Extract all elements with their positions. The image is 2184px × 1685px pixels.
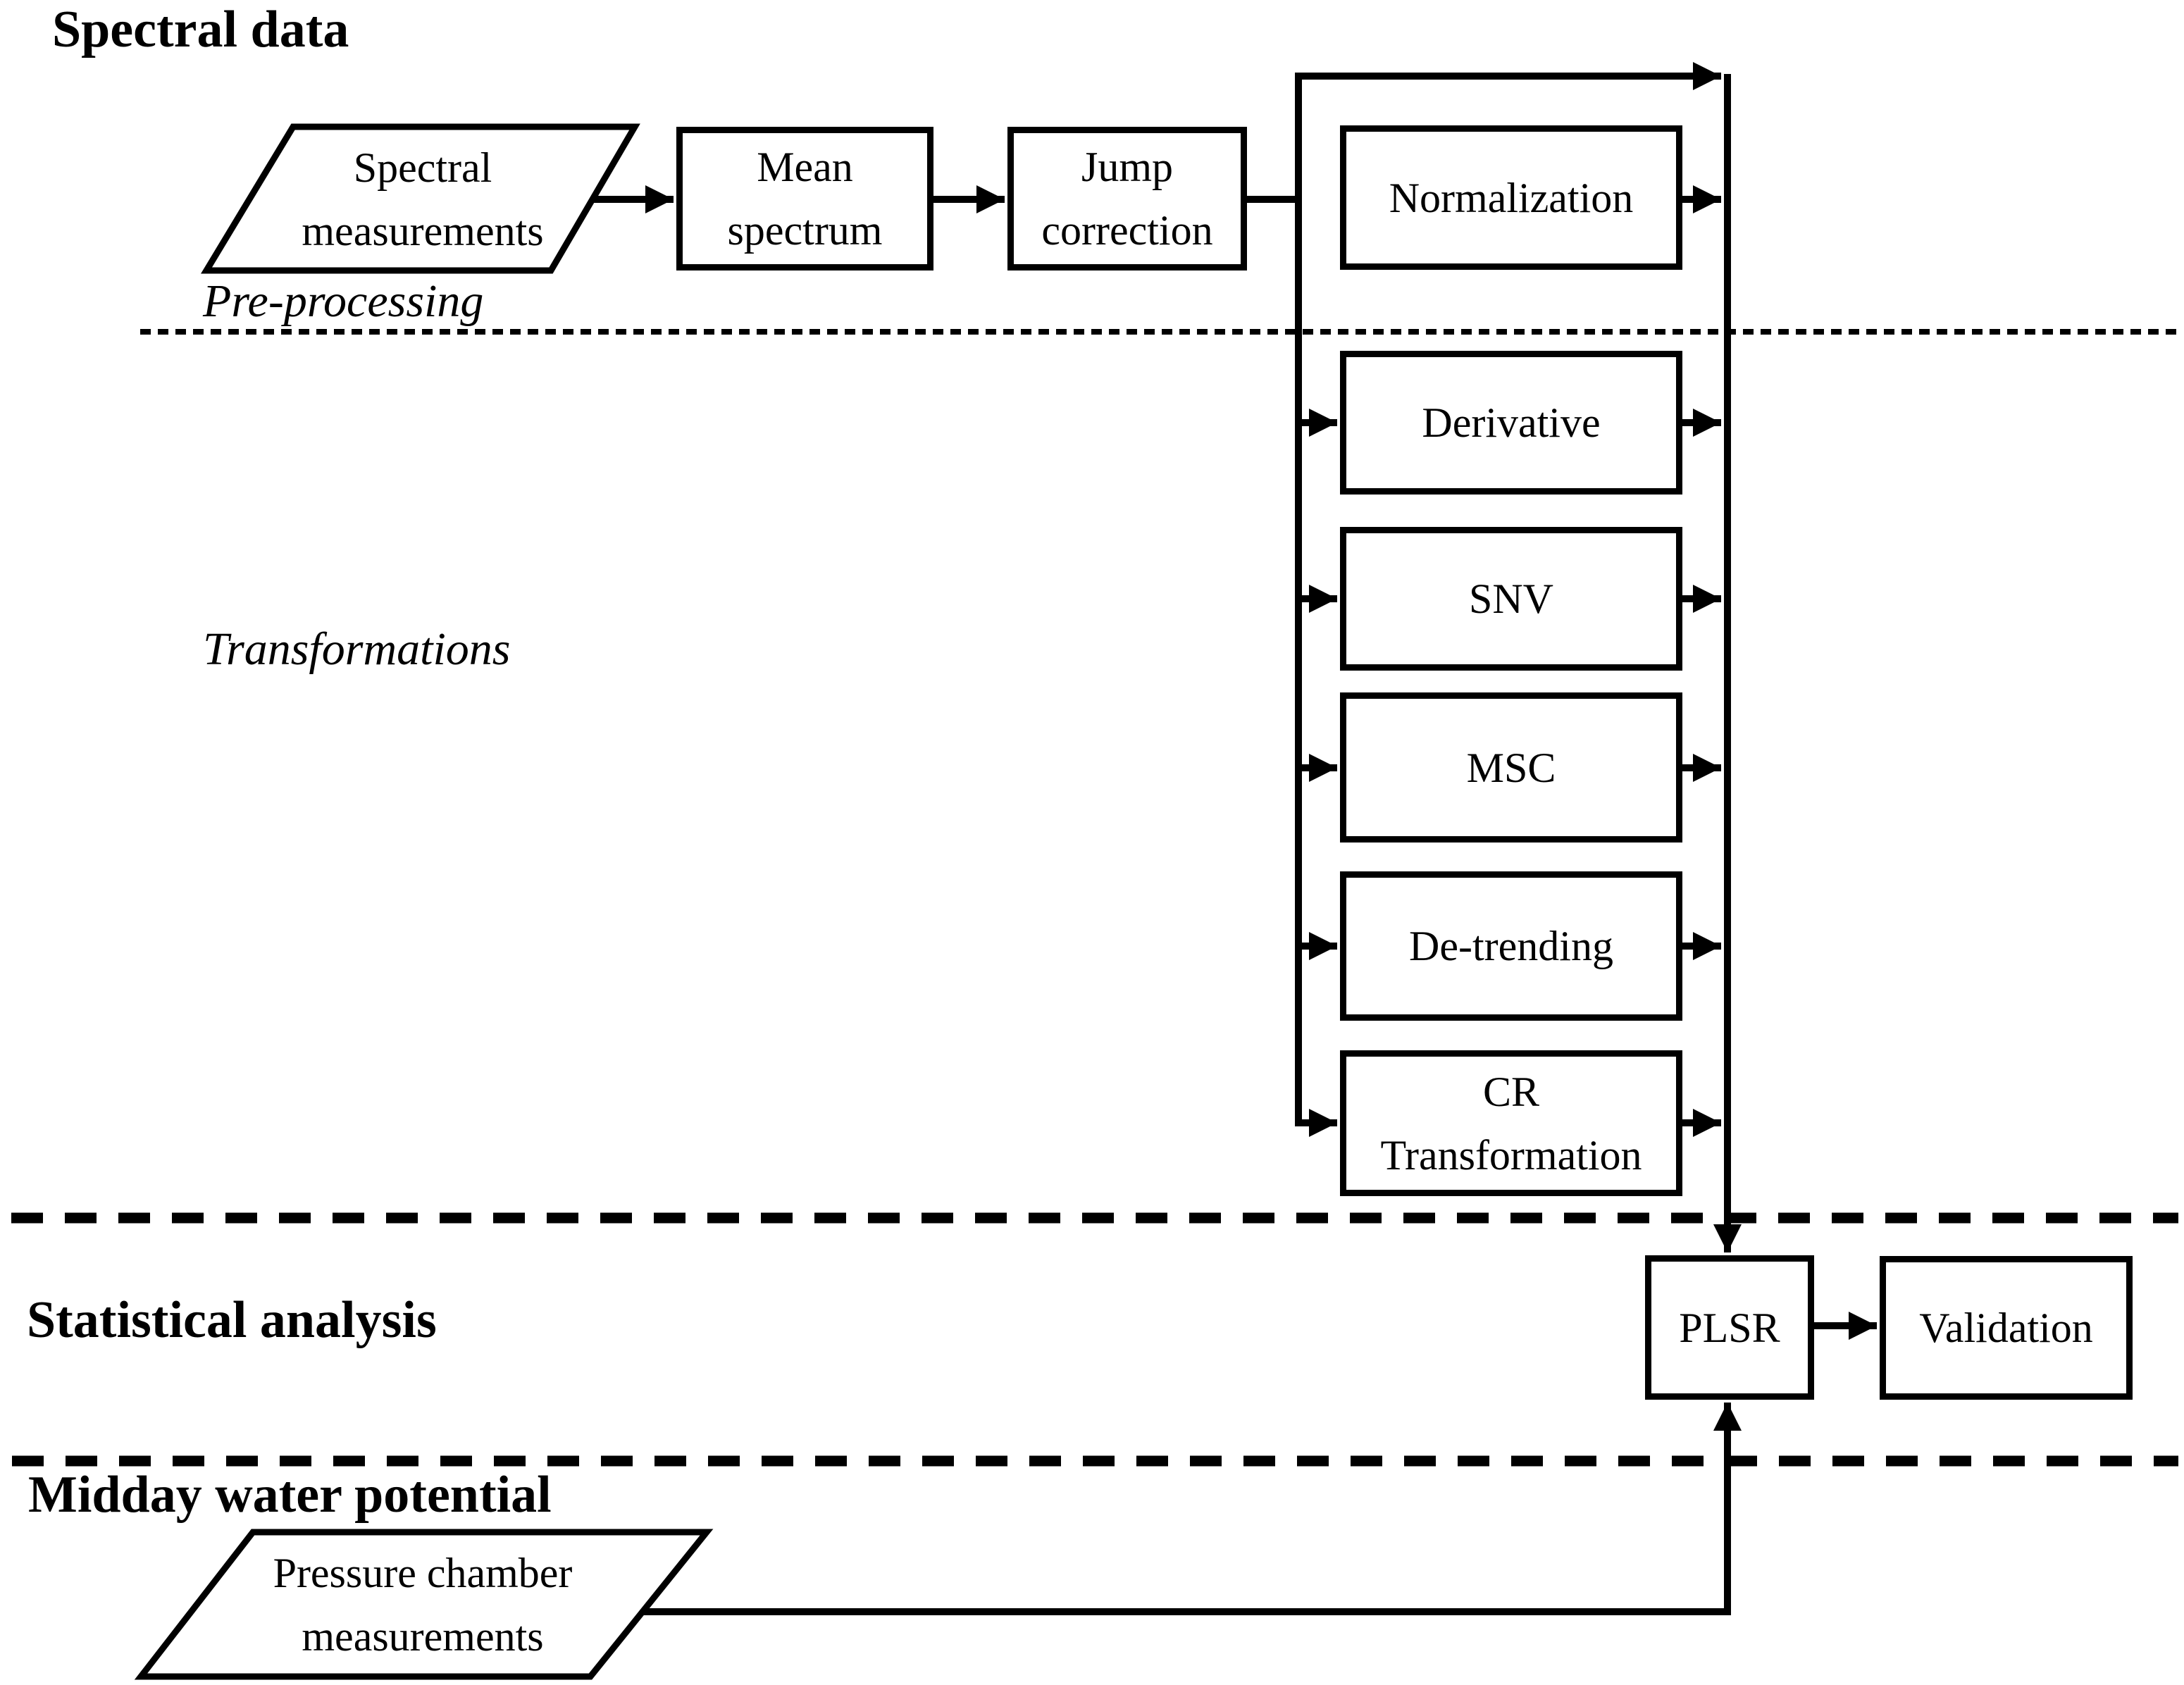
section-title-statistical-analysis: Statistical analysis xyxy=(27,1291,437,1349)
zone-label-pre-processing: Pre-processing xyxy=(203,275,484,327)
node-pressure-chamber-label: Pressure chamber measurements xyxy=(273,1550,573,1660)
section-title-midday-water-potential: Midday water potential xyxy=(28,1466,552,1524)
node-de-trending: De-trending xyxy=(1340,871,1682,1021)
parallelogram-pressure-chamber xyxy=(134,1529,714,1680)
zone-label-transformations: Transformations xyxy=(203,623,511,675)
section-title-spectral-data: Spectral data xyxy=(52,1,349,58)
node-plsr: PLSR xyxy=(1645,1255,1814,1400)
node-mean-spectrum: Mean spectrum xyxy=(676,127,933,271)
node-normalization: Normalization xyxy=(1340,125,1682,270)
node-spectral-measurements-label: Spectral measurements xyxy=(302,144,544,254)
node-derivative: Derivative xyxy=(1340,351,1682,495)
node-jump-correction: Jump correction xyxy=(1007,127,1247,271)
parallelogram-spectral-measurements xyxy=(201,123,640,274)
node-cr-transformation: CR Transformation xyxy=(1340,1050,1682,1196)
node-validation: Validation xyxy=(1880,1256,2133,1400)
arrow-pressure-to-plsr xyxy=(643,1403,1742,1615)
node-snv: SNV xyxy=(1340,527,1682,671)
node-msc: MSC xyxy=(1340,692,1682,842)
